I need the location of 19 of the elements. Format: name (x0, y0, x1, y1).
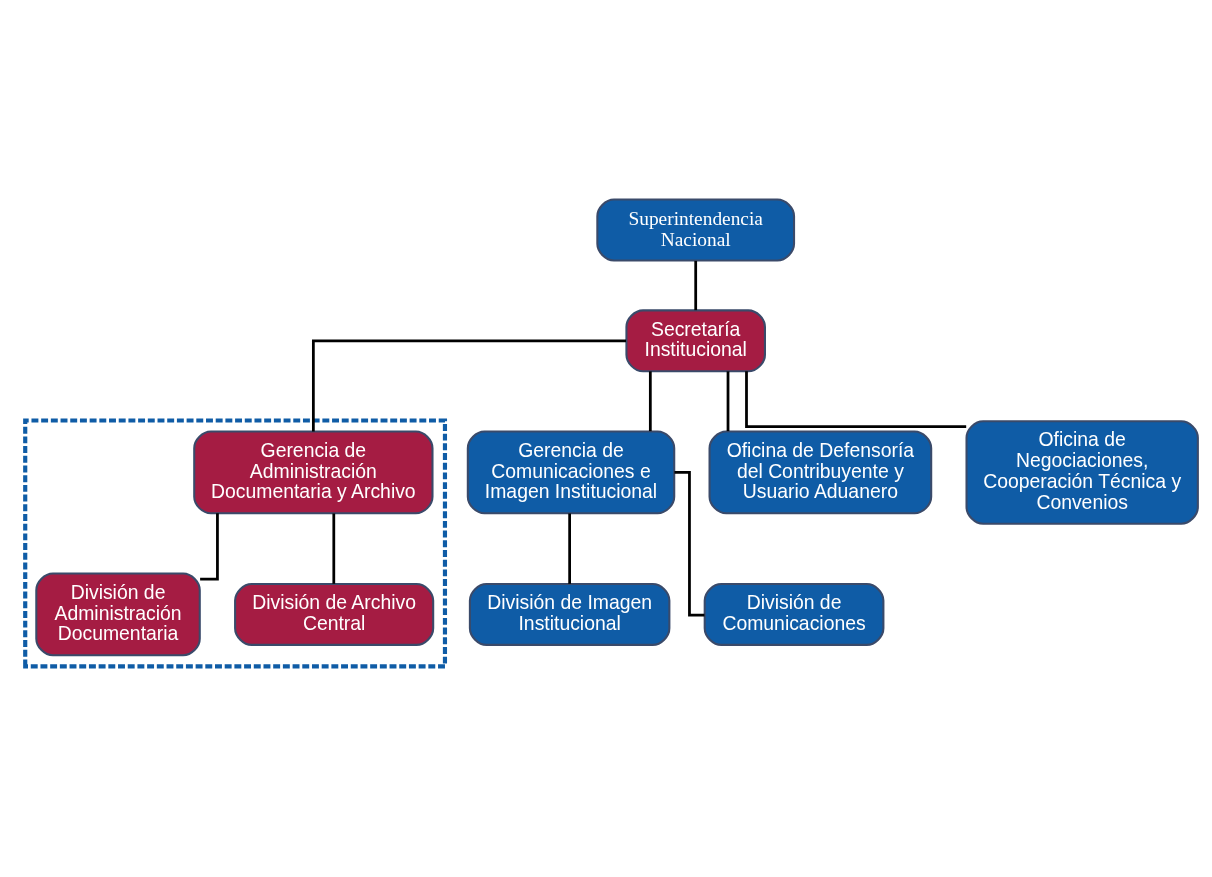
connector (674, 471, 705, 617)
connector (726, 371, 730, 432)
node-box: Oficina de Defensoría del Contribuyente y Usuario Aduanero (708, 430, 933, 515)
node-box: Gerencia de Comunicaciones e Imagen Institucional (466, 430, 676, 515)
connector (648, 371, 652, 432)
node-box: Oficina de Negociaciones, Cooperación Técnica y Convenios (965, 420, 1199, 525)
cluster (23, 418, 448, 669)
connector (332, 513, 336, 584)
connector (694, 260, 698, 311)
node-box: Secretaría Institucional (625, 309, 766, 373)
connector (311, 339, 626, 432)
node-box: División de Comunicaciones (703, 582, 885, 646)
node-box: Superintendencia Nacional (596, 198, 796, 262)
node-box: División de Administración Documentaria (35, 572, 201, 657)
node-box: División de Imagen Institucional (468, 582, 671, 646)
connector (745, 371, 967, 429)
node-box: Gerencia de Administración Documentaria y Archivo (193, 430, 434, 515)
node-box: División de Archivo Central (234, 582, 435, 646)
connector (568, 513, 572, 584)
